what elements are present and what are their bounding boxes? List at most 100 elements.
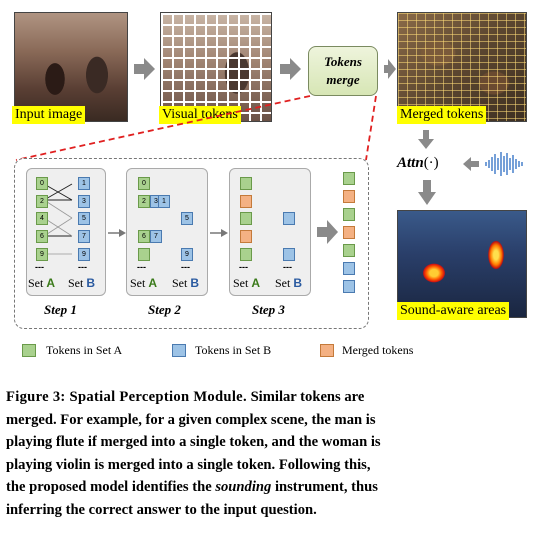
- step3-dots-b: ---: [283, 262, 292, 272]
- step1-token-a: 2: [36, 195, 48, 208]
- step1-set-a-label: Set A: [28, 276, 55, 291]
- set-word: Set: [68, 276, 84, 290]
- visual-tokens-image: [160, 12, 272, 122]
- step1-token-a: 9: [36, 248, 48, 261]
- caption-line: inferring the correct answer to the inpu…: [6, 501, 317, 518]
- caption-text: Similar tokens are: [246, 389, 365, 405]
- legend-swatch-set-b: [172, 344, 186, 357]
- step1-token-a: 4: [36, 212, 48, 225]
- step1-token-b: 1: [78, 177, 90, 190]
- arrow-right-icon: [134, 58, 155, 80]
- step2-set-a-label: Set A: [130, 276, 157, 291]
- arrow-right-icon: [210, 229, 228, 237]
- arrow-right-icon: [317, 220, 338, 244]
- final-token-merged: [343, 226, 355, 239]
- step1-token-b: 9: [78, 248, 90, 261]
- sound-aware-label: Sound-aware areas: [397, 302, 510, 320]
- attn-label: Attn: [397, 155, 424, 171]
- input-image: [14, 12, 128, 122]
- step1-set-b-label: Set B: [68, 276, 95, 291]
- caption-label: Figure 3: Spatial Perception Module.: [6, 389, 247, 405]
- caption-text: the proposed model identifies the: [6, 479, 216, 496]
- step2-token-b: 9: [181, 248, 193, 261]
- step1-dots-b: ---: [78, 262, 87, 272]
- attn-paren: (·): [423, 155, 439, 171]
- final-token-b: [343, 280, 355, 293]
- caption-line: Figure 3: Spatial Perception Module. Sim…: [6, 386, 539, 409]
- step2-token-b: 5: [181, 212, 193, 225]
- arrow-left-icon: [463, 157, 479, 171]
- step3-set-a-label: Set A: [233, 276, 260, 291]
- set-a-letter: A: [148, 276, 158, 290]
- merged-tokens-label: Merged tokens: [397, 106, 487, 124]
- step2-dots-b: ---: [181, 262, 190, 272]
- audio-waveform-icon: [485, 152, 523, 176]
- tokens-merge-box: Tokens merge: [308, 46, 378, 96]
- caption-line: playing violin is merged into a single t…: [6, 456, 371, 473]
- visual-tokens-label: Visual tokens: [159, 106, 241, 124]
- step2-token-a: 0: [138, 177, 150, 190]
- step3-set-b-label: Set B: [275, 276, 302, 291]
- arrow-down-icon: [418, 130, 434, 149]
- arrow-right-icon: [384, 59, 396, 79]
- step1-token-a: 0: [36, 177, 48, 190]
- tokens-merge-line1: Tokens: [324, 54, 362, 69]
- set-word: Set: [233, 276, 249, 290]
- step2-token-a: 6: [138, 230, 150, 243]
- legend-swatch-merged: [320, 344, 334, 357]
- set-b-letter: B: [190, 276, 200, 290]
- legend-label-set-b: Tokens in Set B: [195, 343, 272, 357]
- step2-token-b-merged: 7: [150, 230, 162, 243]
- caption-line: the proposed model identifies the soundi…: [6, 476, 539, 499]
- step1-token-a: 6: [36, 230, 48, 243]
- final-token-a: [343, 208, 355, 221]
- final-token-b: [343, 262, 355, 275]
- arrow-right-icon: [108, 229, 126, 237]
- step3-token-b: [283, 248, 295, 261]
- caption-line: merged. For example, for a given complex…: [6, 411, 376, 428]
- step1-token-b: 7: [78, 230, 90, 243]
- sound-aware-image: [397, 210, 527, 318]
- merged-tokens-image: [397, 12, 527, 122]
- legend-label-merged: Merged tokens: [342, 343, 414, 357]
- step3-token-merged: [240, 230, 252, 243]
- set-word: Set: [275, 276, 291, 290]
- set-b-letter: B: [293, 276, 303, 290]
- step3-title: Step 3: [252, 302, 285, 317]
- set-a-letter: A: [251, 276, 261, 290]
- set-b-letter: B: [86, 276, 96, 290]
- step2-token-a: [138, 248, 150, 261]
- step3-token-merged: [240, 195, 252, 208]
- step1-token-b: 5: [78, 212, 90, 225]
- step3-token-a: [240, 177, 252, 190]
- final-token-a: [343, 172, 355, 185]
- step2-dots-a: ---: [137, 262, 146, 272]
- set-word: Set: [130, 276, 146, 290]
- step3-token-b: [283, 212, 295, 225]
- step2-title: Step 2: [148, 302, 181, 317]
- tokens-merge-line2: merge: [326, 72, 360, 87]
- arrow-right-icon: [280, 58, 301, 80]
- step3-token-a: [240, 248, 252, 261]
- arrow-down-icon: [418, 180, 436, 205]
- set-word: Set: [172, 276, 188, 290]
- attention-function: Attn(·): [397, 155, 439, 172]
- caption-line: playing flute if merged into a single to…: [6, 434, 381, 451]
- step1-title: Step 1: [44, 302, 77, 317]
- step3-dots-a: ---: [239, 262, 248, 272]
- step2-set-b-label: Set B: [172, 276, 199, 291]
- step2-token-b-merged: 1: [158, 195, 170, 208]
- final-token-a: [343, 244, 355, 257]
- caption-text: instrument, thus: [271, 479, 378, 496]
- step1-dots-a: ---: [35, 262, 44, 272]
- step3-token-a: [240, 212, 252, 225]
- set-a-letter: A: [46, 276, 56, 290]
- set-word: Set: [28, 276, 44, 290]
- final-token-merged: [343, 190, 355, 203]
- legend-label-set-a: Tokens in Set A: [46, 343, 123, 357]
- caption-emphasis: sounding: [215, 479, 272, 496]
- input-image-label: Input image: [12, 106, 86, 124]
- legend-swatch-set-a: [22, 344, 36, 357]
- figure-caption: Figure 3: Spatial Perception Module. Sim…: [6, 386, 539, 522]
